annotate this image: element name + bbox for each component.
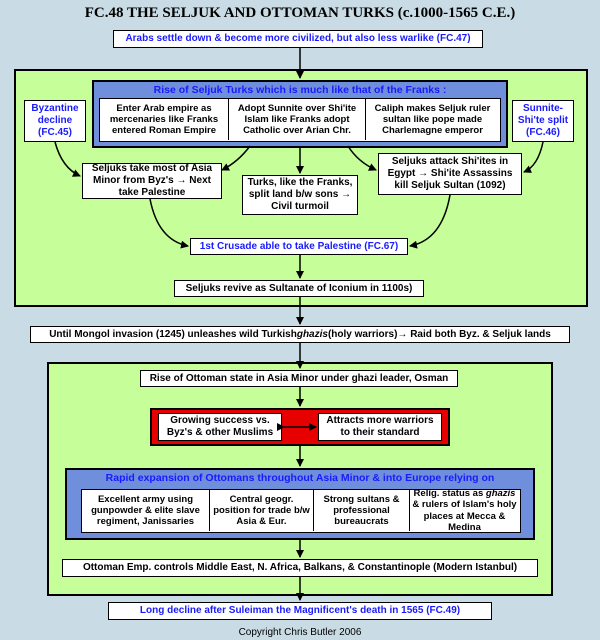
relig-text-italic: ghazis — [485, 489, 516, 500]
sultanate-iconium-box: Seljuks revive as Sultanate of Iconium i… — [174, 280, 424, 297]
first-crusade-box: 1st Crusade able to take Palestine (FC.6… — [190, 238, 408, 255]
relig-text-before: Relig. status as — [413, 489, 486, 500]
ottoman-cell-religious: Relig. status as ghazis & rulers of Isla… — [410, 489, 519, 533]
ottoman-cell-army: Excellent army using gunpowder & elite s… — [82, 490, 210, 531]
ottoman-header-panel: Rapid expansion of Ottomans throughout A… — [65, 468, 535, 540]
mongol-text-after: (holy warriors)→ Raid both Byz. & Seljuk… — [327, 328, 551, 340]
seljuk-header: Rise of Seljuk Turks which is much like … — [153, 84, 447, 96]
ottoman-cell-sultans: Strong sultans & professional bureaucrat… — [314, 490, 410, 531]
turks-split-land-box: Turks, like the Franks, split land b/w s… — [242, 175, 358, 215]
relig-text-after: & rulers of Islam's holy places at Mecca… — [412, 499, 517, 533]
sunnite-split-box: Sunnite-Shi'te split (FC.46) — [512, 100, 574, 142]
arabs-settle-text: Arabs settle down & become more civilize… — [125, 33, 471, 44]
seljuks-take-asia-box: Seljuks take most of Asia Minor from Byz… — [82, 163, 222, 199]
growing-success-box: Growing success vs. Byz's & other Muslim… — [158, 413, 282, 441]
long-decline-box: Long decline after Suleiman the Magnific… — [108, 602, 492, 620]
seljuk-cell-mercenaries: Enter Arab empire as mercenaries like Fr… — [100, 99, 229, 140]
byzantine-decline-box: Byzantine decline (FC.45) — [24, 100, 86, 142]
seljuks-attack-box: Seljuks attack Shi'ites in Egypt → Shi'i… — [378, 153, 522, 195]
ottoman-rise-box: Rise of Ottoman state in Asia Minor unde… — [140, 370, 458, 387]
seljuk-cell-sunnite: Adopt Sunnite over Shi'ite Islam like Fr… — [229, 99, 366, 140]
mongol-text-italic: ghazis — [296, 328, 328, 340]
ottoman-cells-row: Excellent army using gunpowder & elite s… — [81, 489, 521, 533]
mongol-invasion-box: Until Mongol invasion (1245) unleashes w… — [30, 326, 570, 343]
ottoman-cell-geography: Central geogr. position for trade b/w As… — [210, 490, 314, 531]
seljuk-cell-sultan: Caliph makes Seljuk ruler sultan like po… — [366, 99, 499, 140]
ottoman-header: Rapid expansion of Ottomans throughout A… — [105, 472, 495, 484]
copyright-text: Copyright Chris Butler 2006 — [238, 627, 362, 638]
mongol-text-before: Until Mongol invasion (1245) unleashes w… — [49, 328, 297, 340]
seljuk-header-panel: Rise of Seljuk Turks which is much like … — [92, 80, 508, 148]
attracts-warriors-box: Attracts more warriors to their standard — [318, 413, 442, 441]
seljuk-cells-row: Enter Arab empire as mercenaries like Fr… — [99, 98, 501, 142]
ottoman-controls-box: Ottoman Emp. controls Middle East, N. Af… — [62, 559, 538, 577]
page-title: FC.48 THE SELJUK AND OTTOMAN TURKS (c.10… — [84, 5, 516, 21]
arabs-settle-box: Arabs settle down & become more civilize… — [113, 30, 483, 48]
